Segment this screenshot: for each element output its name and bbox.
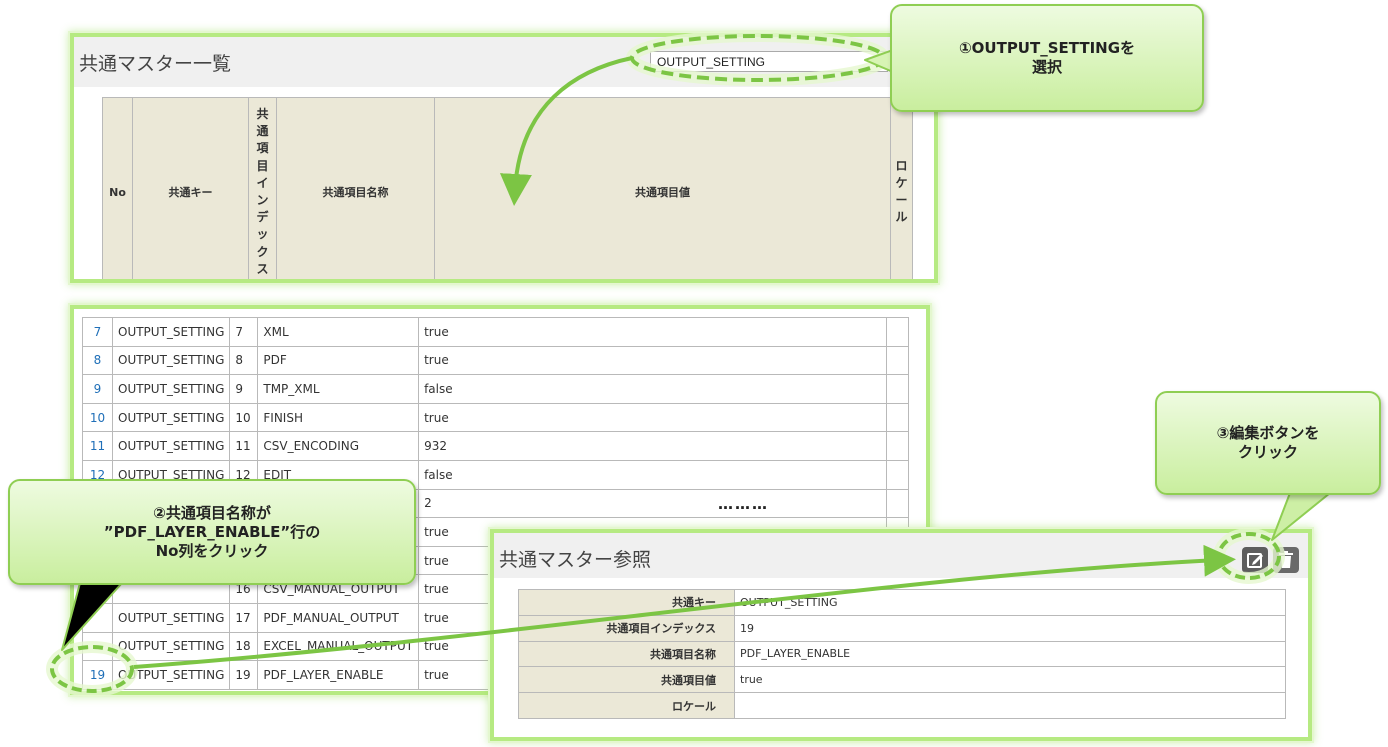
row-no-link[interactable]: [82, 631, 113, 662]
detail-label: ロケール: [518, 692, 735, 719]
callout-step2-line3: No列をクリック: [155, 541, 269, 560]
row-no-link[interactable]: [82, 602, 113, 633]
detail-label: 共通キー: [518, 589, 735, 616]
row-name-cell: PDF_MANUAL_OUTPUT: [257, 602, 420, 633]
row-value-cell: true: [418, 345, 888, 376]
col-header-name[interactable]: 共通項目名称: [276, 97, 435, 279]
callout-step3-line2: クリック: [1237, 443, 1298, 461]
callout-step2-line2: ”PDF_LAYER_ENABLE”行の: [103, 522, 321, 541]
row-key-cell: OUTPUT_SETTING: [111, 660, 231, 690]
master-list-titlebar: 共通マスター一覧 OUTPUT_SETTING: [74, 37, 934, 87]
row-no-link[interactable]: 10: [82, 402, 113, 433]
row-value-cell: 932: [418, 431, 888, 461]
row-locale-cell: [886, 317, 910, 347]
row-index-cell: 17: [229, 602, 259, 633]
callout-step3: ③編集ボタンを クリック: [1155, 391, 1381, 495]
row-index-cell: 19: [229, 660, 259, 690]
row-locale-cell: [886, 402, 910, 433]
row-name-cell: PDF_LAYER_ENABLE: [257, 660, 420, 690]
row-key-cell: OUTPUT_SETTING: [111, 631, 231, 662]
row-locale-cell: [886, 374, 910, 404]
row-index-cell: 10: [229, 402, 259, 433]
row-index-cell: 8: [229, 345, 259, 376]
detail-value: OUTPUT_SETTING: [734, 589, 1286, 616]
row-key-cell: OUTPUT_SETTING: [111, 431, 231, 461]
row-value-cell: true: [418, 317, 888, 347]
edit-button[interactable]: [1242, 547, 1268, 573]
row-name-cell: CSV_ENCODING: [257, 431, 420, 461]
col-header-no[interactable]: No: [102, 97, 133, 279]
row-key-cell: OUTPUT_SETTING: [111, 345, 231, 376]
row-value-cell: false: [418, 459, 888, 490]
detail-row: ロケール: [518, 692, 1286, 719]
master-detail-title: 共通マスター参照: [499, 549, 652, 571]
row-key-cell: OUTPUT_SETTING: [111, 602, 231, 633]
callout-step2-line1: ②共通項目名称が: [153, 503, 271, 522]
col-header-value[interactable]: 共通項目値: [434, 97, 891, 279]
detail-label: 共通項目値: [518, 666, 735, 694]
row-index-cell: 9: [229, 374, 259, 404]
callout-step1: ①OUTPUT_SETTINGを 選択: [890, 4, 1204, 112]
row-key-cell: OUTPUT_SETTING: [111, 374, 231, 404]
callout-step1-line1: ①OUTPUT_SETTINGを: [958, 39, 1136, 57]
master-list-title: 共通マスター一覧: [79, 53, 232, 75]
row-name-cell: TMP_XML: [257, 374, 420, 404]
detail-label: 共通項目名称: [518, 640, 735, 668]
row-no-link[interactable]: 8: [82, 345, 113, 376]
row-index-cell: 18: [229, 631, 259, 662]
callout-step1-line2: 選択: [1031, 58, 1062, 76]
row-value-cell: false: [418, 374, 888, 404]
col-header-index[interactable]: 共通項目インデックス: [248, 97, 277, 279]
row-value-cell: 2: [418, 488, 888, 519]
detail-value: PDF_LAYER_ENABLE: [734, 640, 1286, 668]
row-index-cell: 7: [229, 317, 259, 347]
ellipsis-text: ………: [718, 495, 769, 513]
master-list-panel: 共通マスター一覧 OUTPUT_SETTING No 共通キー 共通項目インデッ…: [70, 33, 938, 283]
detail-label: 共通項目インデックス: [518, 614, 735, 642]
master-list-header-table: No 共通キー 共通項目インデックス 共通項目名称 共通項目値 ロケール: [102, 97, 913, 279]
row-locale-cell: [886, 431, 910, 461]
row-no-link[interactable]: 9: [82, 374, 113, 404]
trash-icon: [1279, 551, 1293, 568]
row-no-link[interactable]: 19: [82, 660, 113, 690]
row-name-cell: EXCEL_MANUAL_OUTPUT: [257, 631, 420, 662]
row-index-cell: 11: [229, 431, 259, 461]
row-name-cell: XML: [257, 317, 420, 347]
col-header-locale[interactable]: ロケール: [890, 97, 913, 279]
detail-value: true: [734, 666, 1286, 694]
delete-button[interactable]: [1273, 547, 1299, 573]
col-header-key[interactable]: 共通キー: [132, 97, 249, 279]
row-locale-cell: [886, 345, 910, 376]
row-name-cell: PDF: [257, 345, 420, 376]
row-locale-cell: [886, 488, 910, 519]
master-detail-titlebar: 共通マスター参照: [494, 533, 1308, 578]
row-no-link[interactable]: 11: [82, 431, 113, 461]
common-key-select[interactable]: OUTPUT_SETTING: [650, 51, 888, 72]
detail-value: [734, 692, 1286, 719]
row-no-link[interactable]: 7: [82, 317, 113, 347]
callout-step2: ②共通項目名称が ”PDF_LAYER_ENABLE”行の No列をクリック: [8, 479, 416, 585]
detail-value: 19: [734, 614, 1286, 642]
edit-icon: [1247, 553, 1263, 568]
row-key-cell: OUTPUT_SETTING: [111, 402, 231, 433]
callout-step3-line1: ③編集ボタンを: [1216, 424, 1320, 442]
row-key-cell: OUTPUT_SETTING: [111, 317, 231, 347]
row-value-cell: true: [418, 402, 888, 433]
row-locale-cell: [886, 459, 910, 490]
row-name-cell: FINISH: [257, 402, 420, 433]
